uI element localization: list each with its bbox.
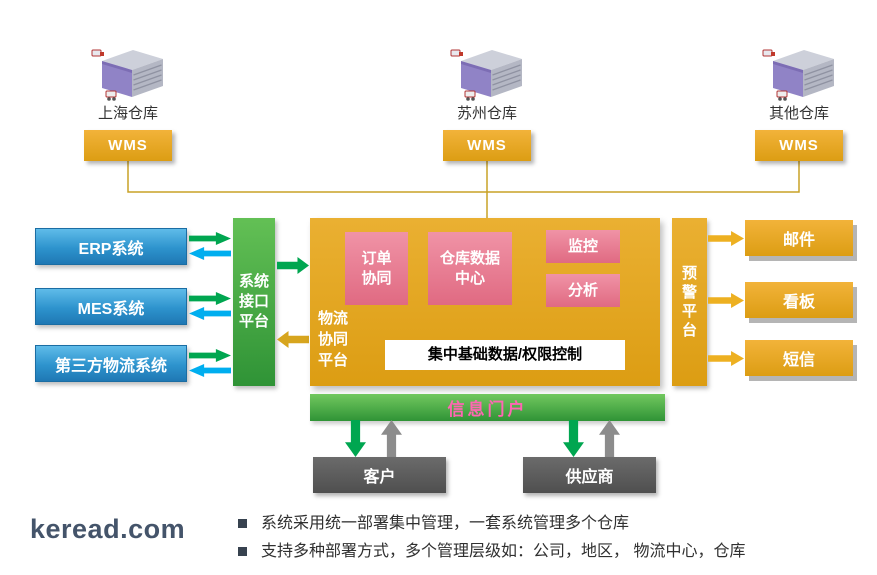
warehouse-label: 其他仓库 (768, 105, 829, 122)
arrow-portal-to-supplier (563, 420, 584, 457)
warehouse-other: 其他仓库 WMS (729, 40, 869, 161)
bullet-square-icon (238, 547, 247, 556)
system-box-erp: ERP系统 (35, 228, 187, 265)
arrow-to-sms (708, 351, 744, 366)
channel-sms: 短信 (745, 340, 853, 376)
bullet-text: 系统采用统一部署集中管理，一套系统管理多个仓库 (261, 515, 630, 532)
information-portal-bar: 信息门户 (310, 394, 665, 421)
system-interface-platform: 系统 接口 平台 (233, 218, 275, 386)
arrow-platform-to-erp (189, 247, 231, 260)
bullet-square-icon (238, 519, 247, 528)
arrow-platform-to-mes (189, 307, 231, 320)
arrow-3pl-to-platform (189, 349, 231, 362)
arrow-mes-to-platform (189, 292, 231, 305)
system-box-mes: MES系统 (35, 288, 187, 325)
bullet-text: 支持多种部署方式，多个管理层级如：公司，地区， 物流中心，仓库 (261, 543, 746, 560)
arrow-supplier-to-portal (599, 420, 620, 457)
arrow-portal-to-customer (345, 420, 366, 457)
module-order-collab: 订单 协同 (345, 232, 408, 305)
warehouse-icon (445, 40, 529, 104)
module-monitoring: 监控 (546, 230, 620, 263)
arrow-to-kanban (708, 293, 744, 308)
warehouse-shanghai: 上海仓库 WMS (58, 40, 198, 161)
warehouse-suzhou: 苏州仓库 WMS (417, 40, 557, 161)
module-warehouse-data-center: 仓库数据 中心 (428, 232, 512, 305)
warehouse-icon (86, 40, 170, 104)
logistics-collab-platform-label: 物流 协同 平台 (318, 310, 349, 369)
partner-customer: 客户 (313, 457, 446, 493)
channel-email: 邮件 (745, 220, 853, 256)
wms-core-box: 订单 协同 仓库数据 中心 监控 分析 物流 协同 平台 集中基础数据/权限控制 (310, 218, 660, 386)
partner-supplier: 供应商 (523, 457, 656, 493)
base-data-permission-box: 集中基础数据/权限控制 (385, 340, 625, 370)
arrow-platform-to-core (277, 257, 309, 274)
system-box-3pl: 第三方物流系统 (35, 345, 187, 382)
warehouse-label: 苏州仓库 (456, 105, 517, 122)
bullet-item: 系统采用统一部署集中管理，一套系统管理多个仓库 (238, 513, 868, 534)
arrow-to-email (708, 231, 744, 246)
warehouse-icon (757, 40, 841, 104)
site-logo: keread.com (30, 514, 186, 544)
wms-node: WMS (755, 130, 843, 161)
bullet-item: 支持多种部署方式，多个管理层级如：公司，地区， 物流中心，仓库 (238, 541, 868, 562)
warehouse-label: 上海仓库 (97, 105, 158, 122)
arrow-customer-to-portal (381, 420, 402, 457)
module-analysis: 分析 (546, 274, 620, 307)
arrow-core-to-platform (277, 331, 309, 348)
bullet-list: 系统采用统一部署集中管理，一套系统管理多个仓库 支持多种部署方式，多个管理层级如… (238, 513, 868, 569)
channel-kanban: 看板 (745, 282, 853, 318)
wms-node: WMS (443, 130, 531, 161)
arrow-platform-to-3pl (189, 364, 231, 377)
warning-platform: 预 警 平 台 (672, 218, 707, 386)
wms-node: WMS (84, 130, 172, 161)
arrow-erp-to-platform (189, 232, 231, 245)
